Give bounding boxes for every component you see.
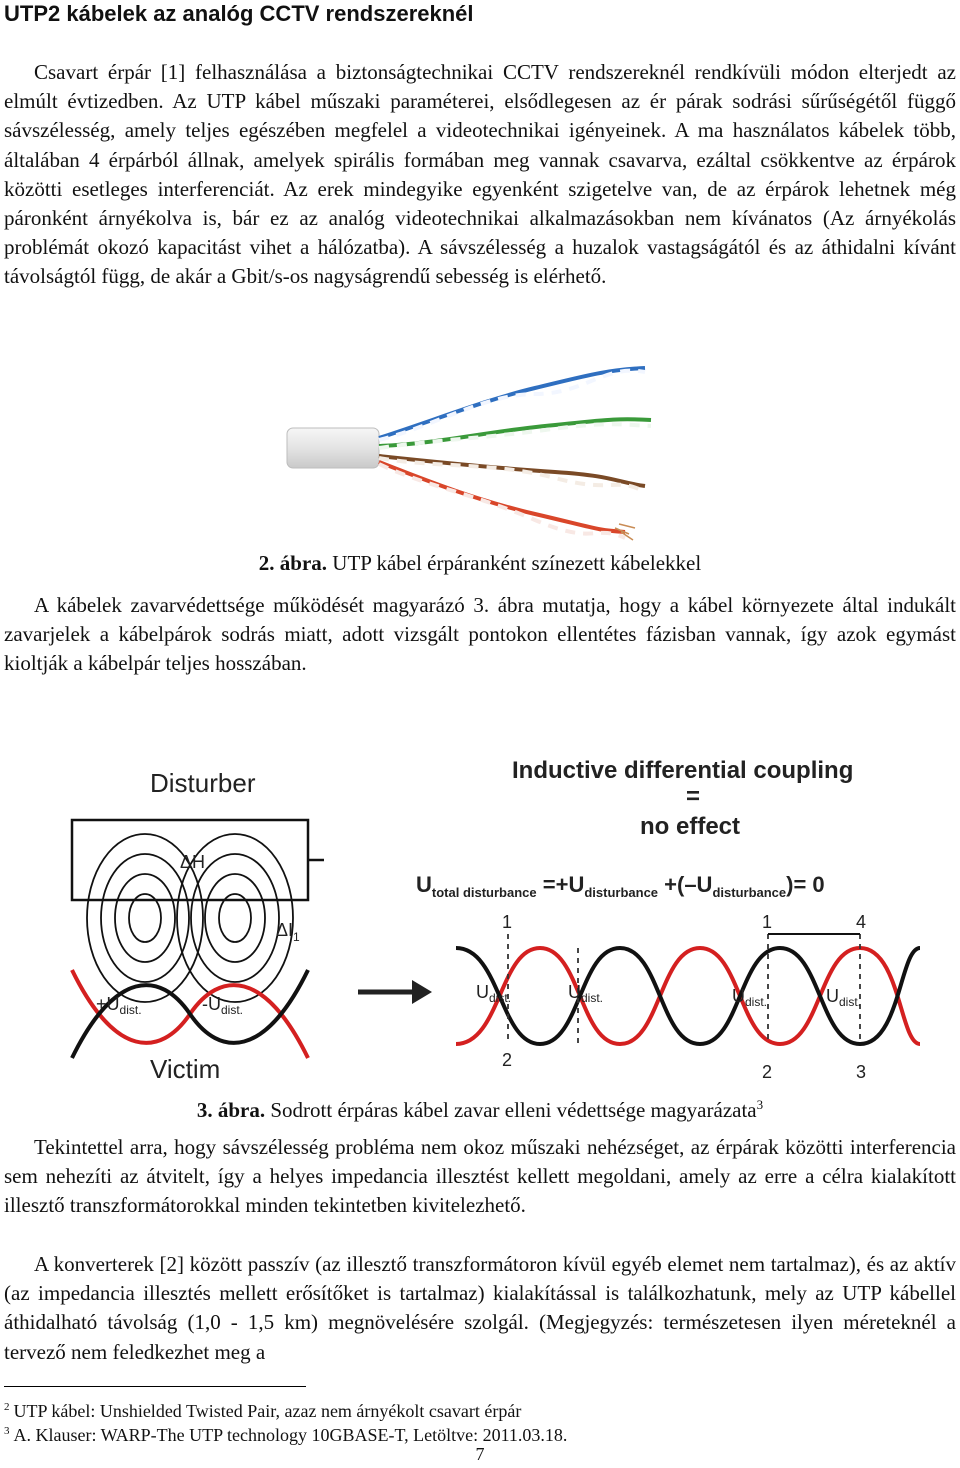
point-3-label: 3: [856, 1062, 866, 1082]
wire-blue: [378, 366, 646, 440]
u-dist-label-1: Udist.: [476, 982, 511, 1005]
footnote-2-mark: 2: [4, 1401, 10, 1413]
wire-orange-white: [378, 462, 626, 540]
coupling-heading: Inductive differential coupling: [512, 757, 853, 784]
copper-strands: [614, 523, 636, 541]
delta-h-label: ΔH: [180, 852, 205, 872]
paragraph-explanation: A kábelek zavarvédettsége működését magy…: [4, 593, 956, 676]
plus-u-dist-label: +Udist.: [96, 994, 142, 1017]
figure-3-label: 3. ábra.: [196, 1098, 266, 1122]
footnote-3-text: A. Klauser: WARP-The UTP technology 10GB…: [13, 1425, 568, 1445]
u-dist-label-3: Udist.: [732, 986, 767, 1009]
page-number: 7: [475, 1444, 485, 1464]
footnote-separator: [4, 1386, 306, 1387]
figure-3-footnote-ref: 3: [756, 1097, 764, 1112]
point-4-label: 4: [856, 912, 866, 932]
equals-sign: =: [686, 783, 700, 810]
delta-i-label: ΔI1: [276, 920, 300, 944]
figure-3-caption: 3. ábra. Sodrott érpáras kábel zavar ell…: [0, 1091, 960, 1124]
wire-brown: [378, 454, 646, 488]
signal-wave-black: [455, 945, 921, 1047]
wire-blue-white: [378, 368, 646, 442]
wire-green-white: [378, 422, 652, 450]
magnetic-field-rings: [86, 833, 294, 1003]
u-dist-label-4: Udist.: [826, 986, 861, 1009]
utp-cable-illustration: [286, 366, 652, 541]
victim-wire-black: [70, 969, 310, 1059]
disturbance-formula: Utotal disturbance =+Udisturbance +(–Udi…: [416, 872, 825, 900]
page-title: UTP2 kábelek az analóg CCTV rendszerekné…: [4, 1, 474, 26]
wire-orange: [378, 460, 626, 534]
figure-2-caption: 2. ábra. UTP kábel érpáranként színezett…: [0, 549, 960, 577]
figure-2-text: UTP kábel érpáranként színezett kábelekk…: [332, 551, 702, 575]
disturber-label: Disturber: [150, 768, 256, 798]
minus-u-dist-label: -Udist.: [202, 994, 243, 1017]
point-1b-label: 1: [762, 912, 772, 932]
point-2-label: 2: [502, 1050, 512, 1070]
wire-brown-white: [378, 456, 646, 494]
u-dist-label-2: Udist.: [568, 982, 603, 1005]
paragraph-intro: Csavart érpár [1] felhasználása a bizton…: [4, 60, 956, 289]
paragraph-converters: A konverterek [2] között passzív (az ill…: [4, 1252, 956, 1364]
measurement-markers: [507, 934, 861, 1044]
footnote-3-mark: 3: [4, 1425, 10, 1437]
cable-jacket: [286, 427, 380, 469]
point-1-label: 1: [502, 912, 512, 932]
figure-2-label: 2. ábra.: [258, 551, 328, 575]
victim-label: Victim: [150, 1054, 220, 1084]
footnote-2-text: UTP kábel: Unshielded Twisted Pair, azaz…: [13, 1401, 522, 1421]
wire-green: [378, 417, 652, 448]
figure-3-text: Sodrott érpáras kábel zavar elleni védet…: [270, 1098, 757, 1122]
point-2b-label: 2: [762, 1062, 772, 1082]
no-effect-heading: no effect: [640, 813, 740, 840]
paragraph-impedance: Tekintettel arra, hogy sávszélesség prob…: [4, 1135, 956, 1218]
differential-coupling-diagram: Disturber ΔH ΔI1 +Udist. -Udist. Victim …: [70, 757, 921, 1084]
arrow-head: [412, 980, 432, 1004]
